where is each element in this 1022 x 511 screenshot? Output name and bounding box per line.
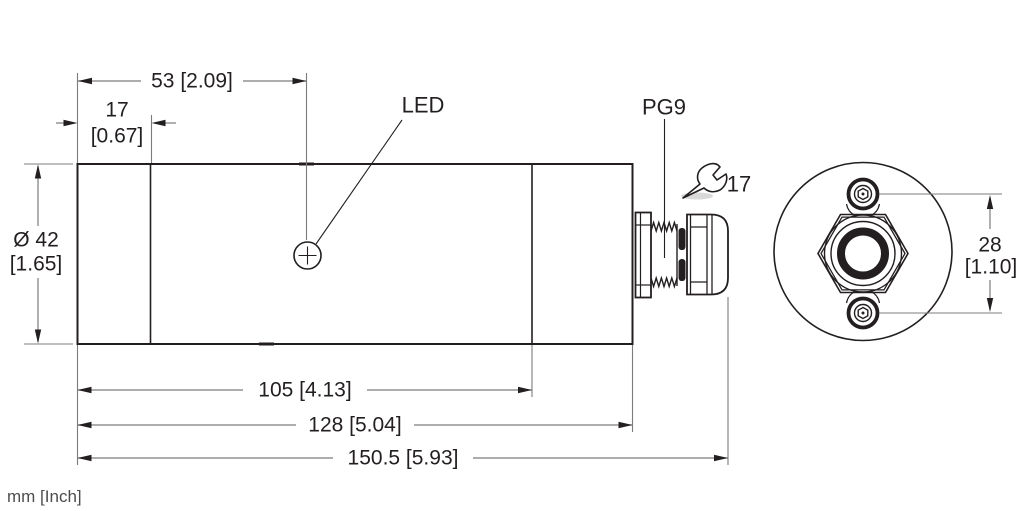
sensor-body-outline: [76, 163, 634, 345]
center-hex-inner: [820, 216, 906, 291]
dim-53-arrow-left: [78, 77, 92, 85]
screw-top: [845, 177, 881, 217]
gland-label: PG9: [642, 95, 686, 120]
dim-53-label: 53 [2.09]: [151, 70, 233, 93]
gland-seal-top: [678, 228, 686, 250]
wrench-size-label: 17: [727, 172, 751, 197]
center-circle-mid: [830, 220, 896, 287]
dim-28-label-mm: 28: [978, 234, 1001, 257]
dimension-annotations: 53 [2.09] 17 [0.67] Ø 42 [1.65] 105 [4: [10, 70, 1018, 470]
dim-dia-arrow-top: [34, 164, 42, 179]
led-leader-line: [315, 119, 403, 245]
dim-53-arrow-right: [292, 77, 307, 85]
led-indicator: [293, 241, 322, 270]
center-ring-thick: [837, 227, 889, 280]
dim-17-label-mm: 17: [105, 99, 128, 122]
dim-150: 150.5 [5.93]: [77, 447, 728, 470]
dim-128-label: 128 [5.04]: [308, 414, 401, 437]
screw-bottom-boss-left: [845, 290, 856, 304]
callouts: LED PG9 17: [315, 93, 751, 258]
dim-dia-label-inch: [1.65]: [10, 253, 63, 276]
dim-28: 28 [1.10]: [965, 195, 1018, 312]
dim-diameter: Ø 42 [1.65]: [10, 164, 63, 344]
dim-17-arrow-right: [151, 119, 166, 127]
screw-top-boss-left: [845, 203, 856, 217]
dim-53: 53 [2.09]: [78, 70, 307, 93]
gland-seal-bottom: [678, 259, 686, 281]
cable-gland: [634, 211, 729, 299]
screw-bottom-inner-circle: [853, 303, 873, 323]
screw-top-ring: [846, 177, 880, 211]
end-view-housing-circle: [773, 161, 953, 342]
dim-17: 17 [0.67]: [56, 99, 176, 148]
screw-top-dot: [861, 192, 865, 196]
wrench-icon: [682, 162, 728, 199]
screw-bottom: [845, 290, 881, 330]
screw-bottom-ring: [846, 296, 880, 330]
end-view: [773, 161, 953, 342]
screw-top-socket: [857, 187, 869, 201]
led-circle: [293, 241, 322, 270]
dim-105-arrow-left: [77, 386, 92, 394]
center-hex-outer: [817, 213, 909, 294]
gland-flange: [634, 211, 652, 299]
dim-128-arrow-right: [618, 421, 633, 429]
wrench-callout: 17: [681, 162, 751, 200]
dim-128: 128 [5.04]: [77, 414, 633, 437]
dim-150-arrow-left: [77, 454, 92, 462]
screw-bottom-socket: [857, 306, 869, 320]
side-view: [76, 162, 729, 346]
dim-dia-arrow-bottom: [34, 329, 42, 344]
dim-105-arrow-right: [518, 386, 532, 394]
center-circle-outer: [823, 214, 903, 293]
dim-150-arrow-right: [714, 454, 728, 462]
dim-17-arrow-left: [63, 119, 78, 127]
dim-105-label: 105 [4.13]: [258, 379, 351, 402]
led-label: LED: [402, 93, 445, 118]
dim-28-arrow-top: [986, 195, 994, 209]
screw-top-boss-right: [870, 203, 881, 217]
dim-17-label-inch: [0.67]: [91, 125, 144, 148]
screw-bottom-boss-right: [870, 290, 881, 304]
units-note: mm [Inch]: [7, 487, 82, 506]
dim-128-arrow-left: [77, 421, 92, 429]
dim-150-label: 150.5 [5.93]: [348, 447, 459, 470]
gland-threads-bottom: [650, 275, 678, 289]
dim-dia-label-mm: Ø 42: [13, 229, 59, 252]
screw-top-inner-circle: [853, 184, 873, 204]
screw-bottom-dot: [861, 311, 865, 315]
dim-28-arrow-bottom: [986, 298, 994, 312]
dim-28-label-inch: [1.10]: [965, 256, 1018, 279]
dim-105: 105 [4.13]: [77, 379, 532, 402]
